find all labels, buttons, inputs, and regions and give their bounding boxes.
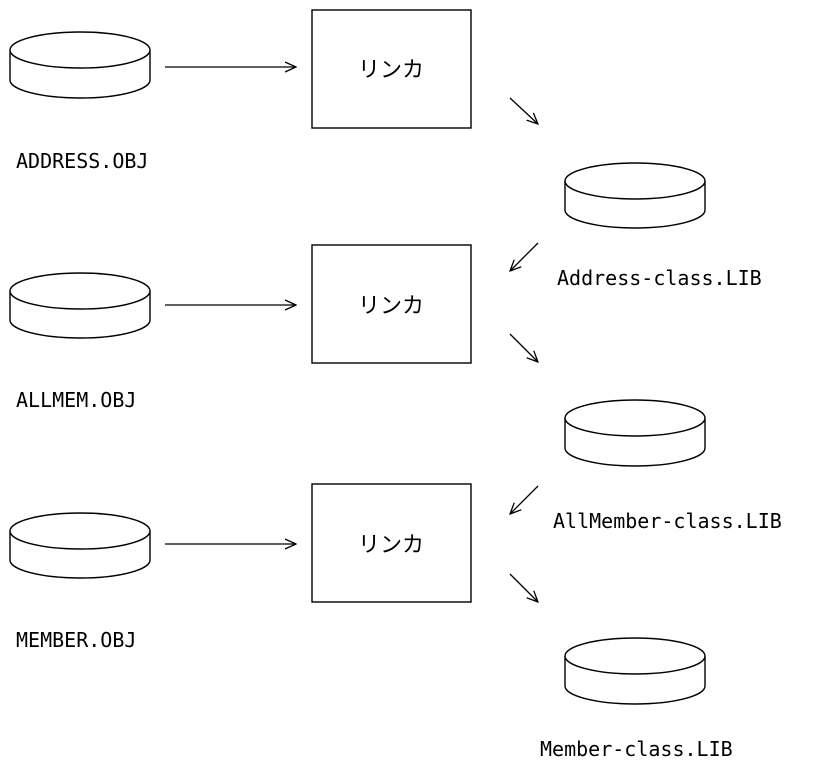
linker-label-3: リンカ	[358, 533, 424, 558]
input-disk-address	[9, 31, 151, 99]
output-disk-member-lib	[564, 637, 706, 705]
linker-box-2	[311, 244, 472, 364]
output-arrow-2	[509, 333, 538, 362]
output-disk-allmember-lib	[564, 399, 706, 467]
input-disk-allmem	[9, 272, 151, 339]
linker-label-1: リンカ	[358, 58, 424, 83]
output-label-allmember-lib: AllMember-class.LIB	[553, 509, 782, 533]
feed-arrow-1	[510, 242, 539, 271]
feed-arrow-2	[510, 485, 539, 514]
linker-box-3	[311, 483, 472, 603]
output-label-address-lib: Address-class.LIB	[557, 266, 762, 290]
input-disk-member	[9, 512, 151, 579]
input-label-address: ADDRESS.OBJ	[16, 149, 148, 173]
output-arrow-3	[509, 573, 538, 602]
input-label-member: MEMBER.OBJ	[16, 628, 136, 652]
linker-box-1	[311, 9, 472, 129]
output-disk-address-lib	[564, 162, 706, 229]
output-arrow-1	[509, 97, 538, 124]
input-label-allmem: ALLMEM.OBJ	[16, 388, 136, 412]
linker-label-2: リンカ	[358, 294, 424, 319]
output-label-member-lib: Member-class.LIB	[540, 737, 733, 761]
